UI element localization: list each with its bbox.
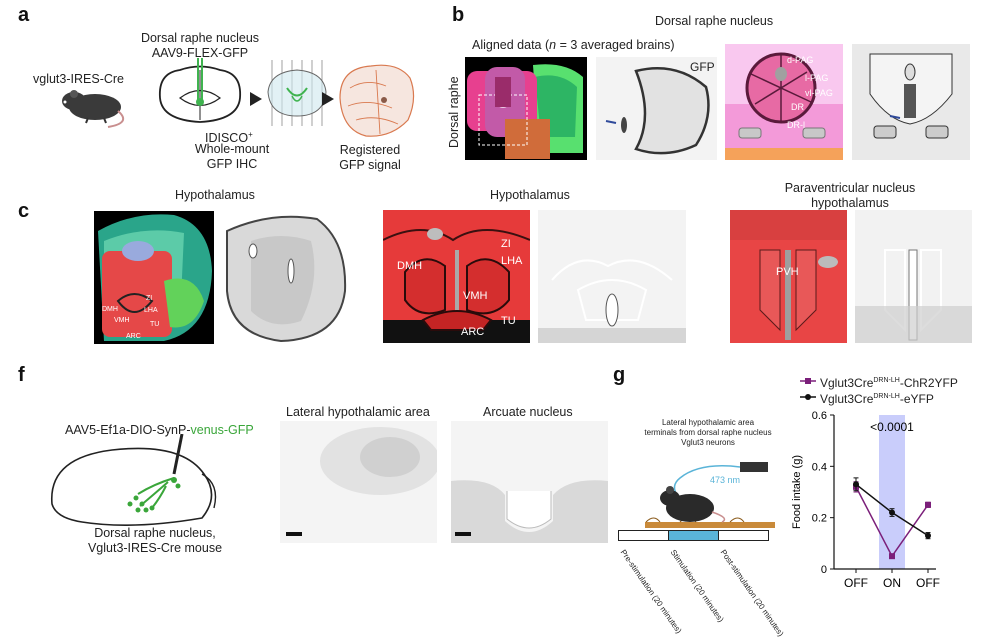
small-label-lha: LHA	[144, 307, 158, 314]
gfp-signal-image	[596, 57, 717, 160]
atlas-label-dr: DR	[791, 102, 804, 112]
x-tick-label: ON	[883, 576, 901, 590]
laser-wavelength: 473 nm	[710, 475, 741, 485]
atlas-label-drl: DR-l	[787, 120, 805, 130]
label-lha: LHA	[501, 255, 523, 267]
mouse-illustration	[62, 90, 125, 128]
chart-y-label: Food intake (g)	[791, 455, 803, 529]
injection-virus-label: AAV9-FLEX-GFP	[151, 46, 249, 60]
hypothalamus-gfp-zoom	[538, 210, 686, 343]
panel-b-title: Dorsal raphe nucleus	[655, 14, 774, 28]
atlas-label-vlpag: vl-PAG	[805, 88, 833, 98]
gfp-ihc-label: GFP IHC	[206, 157, 258, 171]
schematic-line2: terminals from dorsal raphe nucleus	[644, 428, 772, 437]
scale-bar	[286, 532, 302, 536]
mouse-line-label: vglut3-IRES-Cre	[33, 72, 124, 86]
stimulation-highlight	[879, 415, 905, 569]
small-label-arc: ARC	[126, 333, 141, 340]
legend-eyfp: Vglut3CreDRN-LH-eYFP	[820, 392, 934, 406]
pvh-atlas-image: PVH	[730, 210, 847, 343]
panel-label-f: f	[18, 364, 25, 386]
arc-image-title: Arcuate nucleus	[483, 405, 573, 419]
small-label-vmh: VMH	[114, 317, 130, 324]
data-point-eyfp	[853, 481, 859, 488]
x-tick-label: OFF	[916, 576, 940, 590]
drn-caption-line2: Vglut3-IRES-Cre mouse	[87, 541, 223, 555]
idisco-label: IDISCO+	[205, 130, 253, 146]
panel-label-g: g	[613, 364, 626, 386]
arc-terminals-image	[451, 421, 608, 543]
pvh-title-line2: hypothalamus	[811, 196, 889, 210]
label-dmh: DMH	[397, 260, 423, 272]
atlas-label-lpag: l-PAG	[805, 73, 829, 83]
schematic-line1: Lateral hypothalamic area	[661, 418, 755, 427]
data-point-chr2	[889, 553, 895, 560]
panel-label-a: a	[18, 4, 30, 26]
small-label-tu: TU	[150, 321, 160, 328]
gfp-label: GFP	[690, 60, 715, 74]
sagittal-brain-diagram	[51, 434, 217, 526]
atlas-drn-image: d-PAG l-PAG vl-PAG DR DR-l	[725, 44, 843, 160]
registered-brain-diagram	[339, 64, 415, 137]
arrow-right-icon	[322, 92, 334, 106]
small-label-zi: ZI	[146, 295, 153, 302]
wholemount-label: Whole-mount	[194, 142, 270, 156]
drn-caption-line1: Dorsal raphe nucleus,	[94, 526, 216, 540]
data-point-eyfp	[925, 532, 931, 539]
virus-construct-label: AAV5-Ef1a-DIO-SynP-venus-GFP	[65, 423, 254, 437]
y-tick-label: 0	[821, 564, 827, 576]
optogenetics-schematic	[645, 462, 775, 528]
dorsal-raphe-side-label: Dorsal raphe	[447, 76, 461, 148]
hypothalamus-title-1: Hypothalamus	[175, 188, 255, 202]
data-point-chr2	[925, 501, 931, 508]
label-tu: TU	[501, 315, 516, 327]
label-zi: ZI	[501, 238, 511, 250]
atlas-overview-image	[465, 57, 587, 160]
cleared-brain-diagram	[267, 60, 327, 126]
phase-post: Post-stimulation (20 minutes)	[718, 548, 786, 638]
y-tick-label: 0.6	[812, 410, 827, 422]
label-pvh: PVH	[776, 266, 799, 278]
x-tick-label: OFF	[844, 576, 868, 590]
label-arc: ARC	[461, 326, 485, 338]
hypothalamus-gfp-overview	[221, 211, 349, 344]
chart-legend-markers	[800, 378, 816, 400]
y-tick-label: 0.4	[812, 461, 827, 473]
hypothalamus-title-2: Hypothalamus	[490, 188, 570, 202]
lha-terminals-image	[280, 421, 437, 543]
injection-target-label: Dorsal raphe nucleus	[140, 31, 260, 45]
registered-label: Registered	[339, 143, 401, 157]
chart-pvalue: <0.0001	[870, 420, 914, 434]
phase-stim: Stimulation (20 minutes)	[668, 548, 726, 624]
aligned-data-label: Aligned data (n = 3 averaged brains)	[472, 38, 675, 52]
atlas-label-dpag: d-PAG	[787, 55, 814, 65]
drn-overlay-image	[852, 44, 970, 160]
schematic-line3: Vglut3 neurons	[681, 438, 735, 447]
small-label-dmh: DMH	[102, 306, 118, 313]
brain-injection-diagram	[158, 58, 242, 123]
hypothalamus-atlas-overview: DMH VMH LHA ZI TU ARC	[94, 211, 214, 344]
stimulation-timeline	[618, 530, 769, 541]
data-point-eyfp	[889, 509, 895, 516]
y-tick-label: 0.2	[812, 513, 827, 525]
arrow-right-icon	[250, 92, 262, 106]
hypothalamus-atlas-zoom: ZI DMH LHA VMH TU ARC	[383, 210, 530, 343]
panel-label-b: b	[452, 4, 465, 26]
legend-chr2: Vglut3CreDRN-LH-ChR2YFP	[820, 376, 958, 390]
pvh-gfp-image	[855, 210, 972, 343]
panel-label-c: c	[18, 200, 30, 222]
gfp-signal-label: GFP signal	[339, 158, 401, 172]
pvh-title-line1: Paraventricular nucleus	[784, 181, 916, 195]
lha-image-title: Lateral hypothalamic area	[286, 405, 430, 419]
label-vmh: VMH	[463, 290, 488, 302]
scale-bar	[455, 532, 471, 536]
